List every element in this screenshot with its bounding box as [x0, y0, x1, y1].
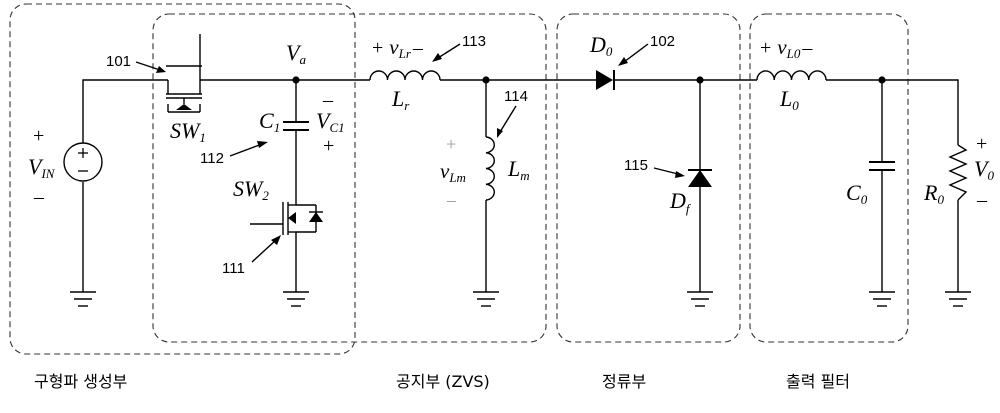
capacitor-c0	[869, 162, 895, 170]
vl0-label: +vL0–	[760, 35, 813, 61]
inductor-lr	[370, 71, 440, 80]
block-label-output-filter: 출력 필터	[786, 372, 850, 391]
source-vin	[64, 143, 102, 181]
diode-df	[688, 170, 712, 187]
ref-101: 101	[106, 53, 131, 70]
r0-label: R0	[923, 180, 944, 207]
box-rectifier	[557, 14, 740, 342]
v0-label: V0	[974, 156, 994, 183]
d0-label: D0	[589, 32, 613, 59]
ref-101-arrow	[136, 62, 166, 73]
v0-minus: –	[976, 189, 988, 211]
ground-sw2	[283, 292, 309, 306]
vlm-minus: –	[446, 190, 457, 210]
vc1-label: VC1	[316, 108, 345, 135]
block-label-wave-generator: 구형파 생성부	[34, 372, 127, 391]
sw1-label: SW1	[170, 118, 206, 145]
box-zvs	[153, 14, 546, 342]
vlm-label: vLm	[440, 159, 466, 185]
lr-label: Lr	[391, 86, 410, 113]
ref-113: 113	[462, 33, 486, 50]
switch-sw1	[166, 34, 202, 112]
vin-label: VIN	[28, 154, 56, 181]
df-label: Df	[669, 188, 692, 216]
ref-111-arrow	[252, 235, 281, 262]
vc1-plus: +	[323, 135, 334, 157]
lm-label: Lm	[507, 156, 530, 183]
ground-r0	[945, 292, 971, 306]
vin-minus: –	[33, 186, 45, 208]
ref-102-arrow	[618, 44, 648, 66]
ground-df	[687, 292, 713, 306]
switch-sw2	[250, 202, 323, 235]
ref-114-arrow	[497, 106, 516, 138]
resistor-r0	[950, 145, 966, 200]
node-lm	[482, 76, 489, 83]
wires	[83, 80, 958, 292]
ref-112: 112	[200, 150, 224, 167]
block-label-zvs: 공지부 (ZVS)	[396, 372, 490, 391]
inductor-l0	[757, 71, 826, 80]
box-output-filter	[750, 14, 908, 342]
ground-lm	[473, 292, 499, 306]
node-df	[696, 76, 703, 83]
node-c0	[878, 76, 885, 83]
c1-label: C1	[259, 108, 280, 135]
c0-label: C0	[846, 180, 868, 207]
vlr-label: +vLr–	[372, 35, 424, 61]
va-label: Va	[286, 40, 306, 67]
sw2-label: SW2	[233, 176, 269, 203]
vin-plus: +	[33, 125, 44, 147]
diode-d0	[596, 70, 614, 90]
ref-112-arrow	[230, 141, 268, 156]
ground-vin	[70, 292, 96, 306]
l0-label: L0	[779, 86, 799, 113]
ref-115: 115	[624, 157, 648, 174]
ground-c0	[869, 292, 895, 306]
v0-plus: +	[976, 133, 987, 155]
ref-114: 114	[504, 88, 528, 105]
node-va	[292, 76, 299, 83]
ref-111: 111	[222, 260, 245, 277]
inductor-lm	[486, 137, 494, 200]
block-label-rectifier: 정류부	[602, 372, 646, 391]
ref-115-arrow	[654, 168, 685, 178]
vlm-plus: +	[446, 134, 456, 154]
ref-113-arrow	[432, 44, 460, 62]
ref-102: 102	[650, 33, 675, 50]
capacitor-c1	[283, 122, 309, 130]
